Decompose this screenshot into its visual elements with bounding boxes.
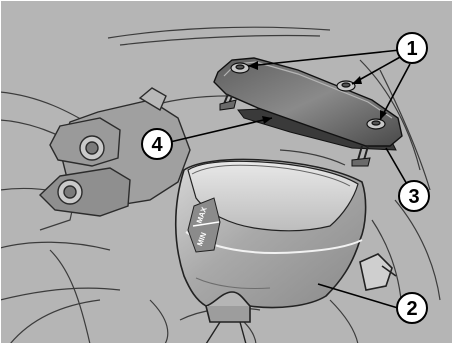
callout-3: 3 [399, 181, 429, 211]
callout-4: 4 [142, 129, 172, 159]
leader-3 [386, 148, 408, 186]
callout-1-label: 1 [406, 38, 417, 60]
leader-2 [318, 284, 398, 308]
leader-4 [170, 118, 272, 142]
callout-2: 2 [397, 293, 427, 323]
callout-3-label: 3 [408, 186, 419, 208]
leader-1c [380, 64, 410, 120]
callout-1: 1 [397, 33, 427, 63]
callout-4-label: 4 [151, 134, 163, 156]
callout-2-label: 2 [406, 298, 417, 320]
fluid-reservoir [176, 159, 396, 344]
leader-1a [248, 50, 400, 66]
